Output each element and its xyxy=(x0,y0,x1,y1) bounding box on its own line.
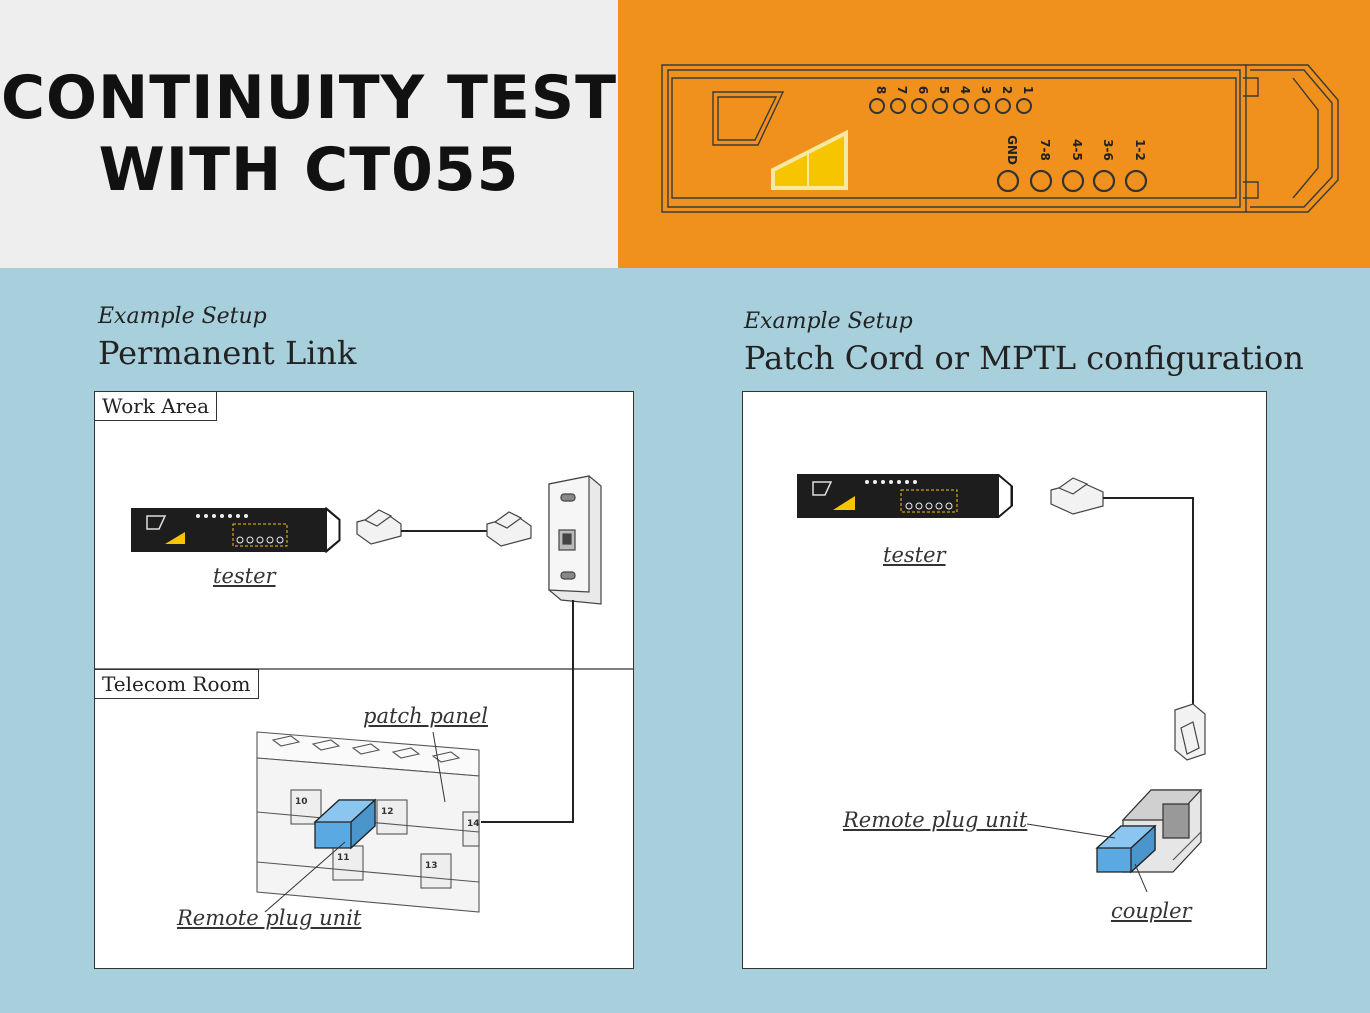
port-number: 14 xyxy=(467,819,480,829)
telecom-room-label: Telecom Room xyxy=(94,669,259,699)
pin-label: 6 xyxy=(916,86,930,94)
right-tester-caption: tester xyxy=(883,543,946,567)
tester-icon xyxy=(131,506,341,554)
tester-icon-right xyxy=(797,474,1013,518)
pair-label-group: GND 7-8 4-5 3-6 1-2 xyxy=(1005,135,1147,165)
title-panel: CONTINUITY TEST WITH CT055 xyxy=(0,0,618,268)
yellow-indicator-icon xyxy=(771,129,848,190)
patch-panel-caption: patch panel xyxy=(363,704,488,728)
port-number-group: 10 11 12 13 14 xyxy=(295,797,480,871)
port-number: 10 xyxy=(295,797,308,807)
pin-label: 7 xyxy=(895,86,909,94)
coupler-caption: coupler xyxy=(1111,899,1192,923)
pair-label: 1-2 xyxy=(1133,139,1147,161)
pin-label: 1 xyxy=(1021,86,1035,94)
pair-label: 7-8 xyxy=(1038,139,1052,161)
rj45-plug-icon-2 xyxy=(486,511,532,547)
patch-panel-icon xyxy=(256,731,480,913)
pair-label: 4-5 xyxy=(1070,139,1084,161)
setups-area: Example Setup Permanent Link xyxy=(0,268,1370,1013)
rj45-plug-icon-right xyxy=(1050,477,1104,515)
right-example-label: Example Setup xyxy=(744,309,913,334)
permanent-link-diagram: 10 11 12 13 14 Work Area Telecom Room tester… xyxy=(94,391,634,969)
pin-label: 2 xyxy=(1000,86,1014,94)
port-number: 13 xyxy=(425,861,438,871)
port-number: 12 xyxy=(381,807,394,817)
rj45-plug-icon-down xyxy=(1174,703,1206,761)
pin-label: 3 xyxy=(979,86,993,94)
remote-plug-unit-icon xyxy=(313,798,377,850)
left-remote-plug-caption: Remote plug unit xyxy=(177,906,362,930)
title-line-1: CONTINUITY TEST xyxy=(0,63,618,133)
patch-cord-svg xyxy=(797,474,1206,893)
left-setup-title: Permanent Link xyxy=(98,334,357,372)
pin-label: 8 xyxy=(874,86,888,94)
pair-label: GND xyxy=(1005,135,1019,165)
left-tester-caption: tester xyxy=(213,564,276,588)
pin-label: 5 xyxy=(937,86,951,94)
title-line-2: WITH CT055 xyxy=(98,135,520,205)
left-example-label: Example Setup xyxy=(98,304,267,329)
patch-cord-diagram: tester Remote plug unit coupler xyxy=(742,391,1267,969)
rj45-plug-icon xyxy=(356,509,402,545)
pair-label: 3-6 xyxy=(1101,139,1115,161)
right-setup-title: Patch Cord or MPTL configuration xyxy=(744,339,1304,377)
right-remote-plug-caption: Remote plug unit xyxy=(843,808,1028,832)
work-area-label: Work Area xyxy=(94,391,218,421)
page-title: CONTINUITY TEST WITH CT055 xyxy=(0,62,618,206)
wall-plate-icon xyxy=(548,475,602,605)
pin-label: 4 xyxy=(958,86,972,94)
permanent-link-svg: 10 11 12 13 14 xyxy=(95,475,633,913)
port-number: 11 xyxy=(337,853,350,863)
